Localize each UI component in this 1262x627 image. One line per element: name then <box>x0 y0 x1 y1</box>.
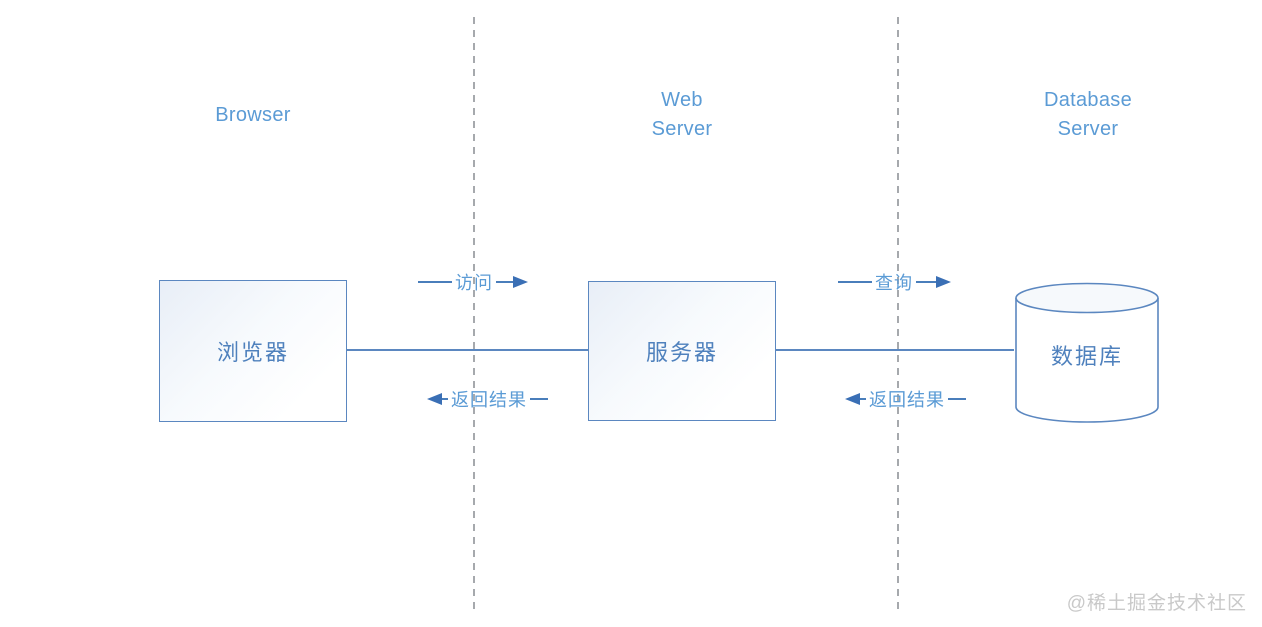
database-cylinder-icon <box>1015 282 1159 423</box>
connector-browser-server <box>347 349 588 351</box>
flow-line <box>916 281 936 283</box>
browser-node: 浏览器 <box>159 280 347 422</box>
flow-query: 查询 <box>838 269 951 295</box>
arrow-left-icon <box>845 393 860 405</box>
web-server-node: 服务器 <box>588 281 776 421</box>
lane-header-web-server: Web Server <box>651 89 713 140</box>
flow-line <box>838 281 872 283</box>
flow-line <box>442 398 448 400</box>
arrow-right-icon <box>936 276 951 288</box>
database-node-label: 数据库 <box>1050 344 1123 369</box>
arrow-left-icon <box>427 393 442 405</box>
watermark: @稀土掘金技术社区 <box>1066 593 1247 614</box>
flow-access: 访问 <box>418 269 528 295</box>
connector-server-database <box>776 349 1014 351</box>
flow-line <box>948 398 966 400</box>
flow-return-to-server: 返回结果 <box>845 386 966 412</box>
arrow-right-icon <box>513 276 528 288</box>
lane-divider-left <box>473 17 475 612</box>
flow-return-label: 返回结果 <box>869 390 945 410</box>
flow-return-label: 返回结果 <box>451 390 527 410</box>
browser-node-label: 浏览器 <box>216 340 289 365</box>
flow-return-to-browser: 返回结果 <box>427 386 548 412</box>
flow-access-label: 访问 <box>455 273 493 293</box>
flow-line <box>418 281 452 283</box>
lane-divider-right <box>897 17 899 612</box>
flow-line <box>496 281 513 283</box>
database-node: 数据库 <box>1014 281 1160 425</box>
lane-header-browser: Browser <box>215 103 291 126</box>
web-server-node-label: 服务器 <box>645 340 718 365</box>
flow-line <box>860 398 866 400</box>
lane-header-database-server: Database Server <box>1043 89 1132 140</box>
flow-line <box>530 398 548 400</box>
flow-query-label: 查询 <box>875 273 913 293</box>
